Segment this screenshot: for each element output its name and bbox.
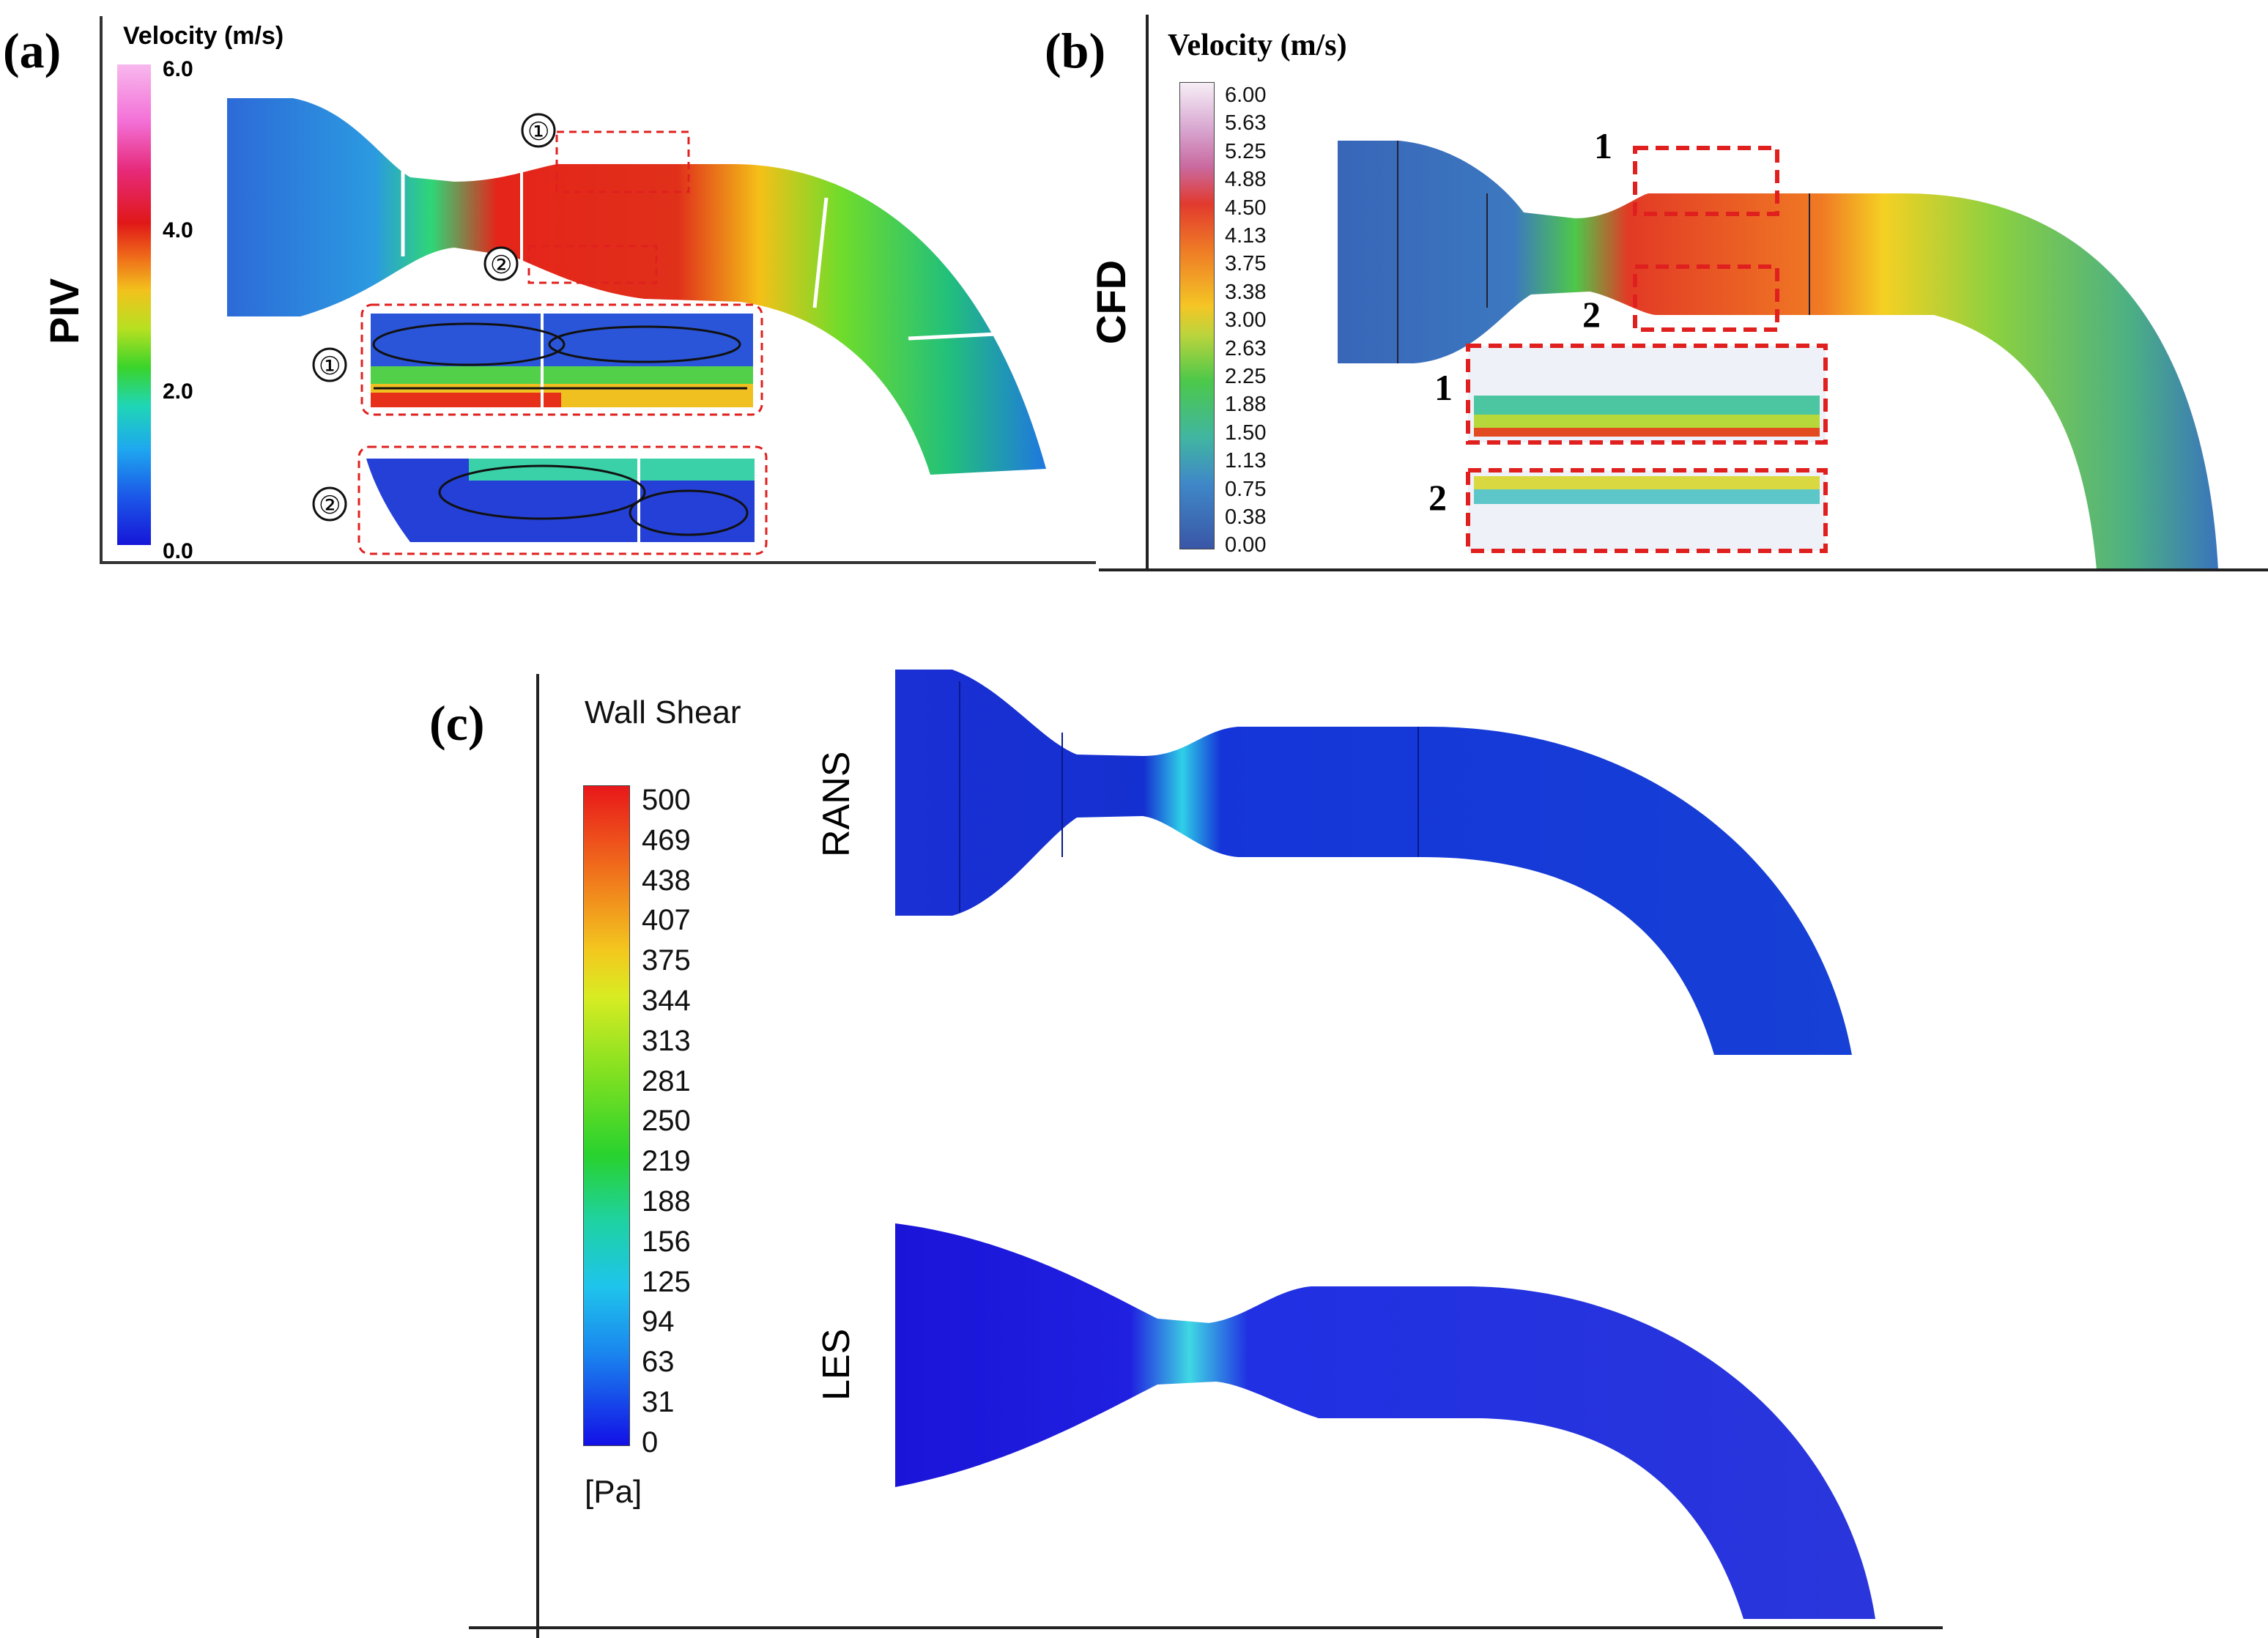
panel-b-axis-vertical <box>1146 15 1149 571</box>
panel-b-colorbar-tick: 0.38 <box>1225 505 1267 529</box>
panel-c-colorbar-tick: 31 <box>642 1386 675 1418</box>
panel-b-inset-2-side-label: 2 <box>1428 477 1447 518</box>
panel-c-colorbar-tick: 438 <box>642 864 691 897</box>
panel-c-colorbar-tick: 500 <box>642 784 691 816</box>
panel-b-label: (b) <box>1045 23 1106 78</box>
panel-c-colorbar-tick: 0 <box>642 1426 659 1459</box>
panel-b-colorbar-tick: 3.75 <box>1225 252 1267 276</box>
panel-b-colorbar-tick: 5.25 <box>1225 139 1267 163</box>
panel-b-inset-2-label: 2 <box>1582 294 1601 335</box>
panel-b-inset-1-side-label: 1 <box>1434 367 1453 408</box>
panel-c-colorbar-tick: 63 <box>642 1346 675 1379</box>
panel-a-roi-2 <box>527 245 658 284</box>
panel-b-colorbar-title: Velocity (m/s) <box>1168 29 1347 62</box>
panel-a-flow-field <box>227 98 1046 475</box>
panel-b-inset-1 <box>1466 344 1828 445</box>
panel-a-marker-2 <box>483 246 519 281</box>
panel-c-colorbar-tick: 281 <box>642 1064 691 1097</box>
panel-c-colorbar-tick: 407 <box>642 904 691 937</box>
panel-b-colorbar-tick: 4.13 <box>1225 224 1267 248</box>
panel-a-inset-1-marker-text: ① <box>319 352 341 380</box>
panel-b-flow-field <box>1338 141 2218 570</box>
panel-c-axis-horizontal <box>469 1626 1943 1629</box>
panel-a-marker-1 <box>521 113 556 148</box>
panel-c-colorbar-tick: 469 <box>642 823 691 856</box>
panel-b-roi-1 <box>1633 146 1779 216</box>
panel-c-colorbar-tick: 188 <box>642 1185 691 1218</box>
panel-c-les-figure <box>895 1223 1875 1619</box>
panel-c-colorbar-tick: 375 <box>642 944 691 977</box>
panel-b-side-label: CFD <box>1088 259 1134 344</box>
panel-c-colorbar-tick: 125 <box>642 1265 691 1298</box>
panel-a-colorbar-title: Velocity (m/s) <box>123 22 284 50</box>
panel-b-colorbar-tick: 6.00 <box>1225 84 1267 107</box>
panel-a-inset-2-marker <box>312 486 347 522</box>
panel-a-marker-1-text: ① <box>527 118 550 146</box>
panel-b-colorbar-tick: 2.63 <box>1225 336 1267 360</box>
panel-b-colorbar-tick: 1.88 <box>1225 393 1267 417</box>
panel-a-marker-2-text: ② <box>490 251 513 279</box>
panel-a-inset-1-marker <box>312 347 347 382</box>
panel-b-colorbar-tick: 5.63 <box>1225 111 1267 136</box>
panel-a-inset-2-marker-text: ② <box>319 492 341 519</box>
panel-c-unit: [Pa] <box>585 1474 642 1510</box>
panel-c-colorbar-tick: 344 <box>642 985 691 1017</box>
panel-a-colorbar <box>117 64 151 545</box>
panel-b-colorbar-tick: 0.75 <box>1225 477 1267 501</box>
panel-c-colorbar-tick: 219 <box>642 1145 691 1178</box>
panel-b-colorbar-tick: 1.50 <box>1225 420 1267 445</box>
panel-b-roi-2 <box>1633 264 1779 332</box>
panel-a-axis-vertical <box>100 16 103 563</box>
panel-c-label: (c) <box>429 695 485 751</box>
panel-b-colorbar-tick: 3.38 <box>1225 280 1267 304</box>
panel-a-inset-1 <box>360 303 763 416</box>
panel-b-inset-2 <box>1466 468 1828 553</box>
panel-b-colorbar <box>1179 82 1215 549</box>
panel-a-axis-horizontal <box>100 561 1096 564</box>
panel-b-colorbar-tick: 2.25 <box>1225 365 1267 388</box>
panel-a-inset-2 <box>357 445 768 555</box>
panel-b-inset-1-label: 1 <box>1594 125 1612 166</box>
panel-a-tick-0: 0.0 <box>163 539 193 563</box>
panel-c-row-les-label: LES <box>815 1328 858 1401</box>
panel-a-tick-6: 6.0 <box>163 57 193 81</box>
panel-b-colorbar-tick: 0.00 <box>1225 533 1267 557</box>
panel-c-colorbar-title: Wall Shear <box>585 694 741 730</box>
panel-b-colorbar-tick: 3.00 <box>1225 308 1267 333</box>
panel-b-axis-horizontal <box>1099 568 2268 571</box>
panel-c-colorbar-tick: 250 <box>642 1105 691 1138</box>
panel-a-tick-2: 2.0 <box>163 379 193 404</box>
panel-c-colorbar-tick: 313 <box>642 1024 691 1057</box>
panel-c-axis-vertical <box>536 674 539 1638</box>
panel-b-colorbar-tick: 1.13 <box>1225 449 1267 473</box>
panel-c-rans-figure <box>895 670 1852 1055</box>
panel-b-colorbar-tick: 4.88 <box>1225 168 1267 192</box>
panel-a-tick-4: 4.0 <box>163 218 193 242</box>
panel-a-roi-1 <box>555 130 690 193</box>
panel-c-row-rans-label: RANS <box>815 751 858 857</box>
panel-c-colorbar <box>583 785 630 1446</box>
panel-a-label: (a) <box>3 23 62 78</box>
panel-c-colorbar-tick: 94 <box>642 1305 675 1338</box>
panel-b-colorbar-tick: 4.50 <box>1225 196 1267 220</box>
panel-c-colorbar-tick: 156 <box>642 1225 691 1258</box>
